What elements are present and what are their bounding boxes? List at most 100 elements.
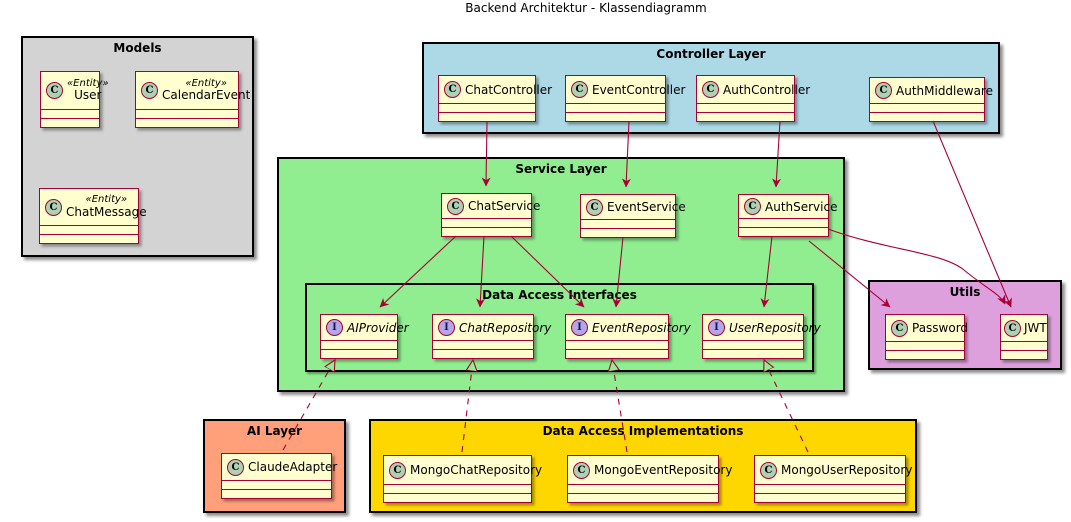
class-name: ChatMessage xyxy=(66,204,147,219)
methods-compartment xyxy=(321,349,397,358)
class-name: MongoChatRepository xyxy=(410,463,543,477)
interface-eventrepository: I EventRepository xyxy=(565,314,691,359)
class-icon: C xyxy=(573,461,590,479)
stereotype-label: «Entity» xyxy=(67,77,109,89)
class-chatmessage: C «Entity» ChatMessage xyxy=(39,188,147,244)
attributes-compartment xyxy=(222,480,331,489)
attributes-compartment xyxy=(321,340,397,349)
class-name: CalendarEvent xyxy=(162,88,251,103)
package-utils-label: Utils xyxy=(949,285,981,299)
methods-compartment xyxy=(581,228,675,237)
methods-compartment xyxy=(439,112,535,121)
attributes-compartment xyxy=(697,103,794,112)
methods-compartment xyxy=(697,112,794,121)
package-ai-layer: AI Layer C ClaudeAdapter xyxy=(203,419,346,513)
class-name: MongoUserRepository xyxy=(781,463,913,477)
interface-icon: I xyxy=(326,319,343,336)
class-name: ChatController xyxy=(465,82,553,97)
attributes-compartment xyxy=(703,340,803,349)
interface-aiprovider: I AIProvider xyxy=(320,314,409,359)
attributes-compartment xyxy=(566,103,665,112)
package-utils: Utils C Password C JWT xyxy=(868,280,1062,370)
methods-compartment xyxy=(755,493,905,502)
interface-userrepository: I UserRepository xyxy=(702,314,821,359)
class-icon: C xyxy=(389,461,406,479)
class-name: ChatService xyxy=(468,199,541,213)
package-models: Models C «Entity» User C «Entity» Calend… xyxy=(21,36,254,257)
class-icon: C xyxy=(141,82,158,99)
stereotype-label: «Entity» xyxy=(85,194,128,206)
package-data-access-interfaces: Data Access Interfaces I AIProvider I Ch… xyxy=(305,283,821,372)
package-data-access-interfaces-label: Data Access Interfaces xyxy=(482,288,637,302)
class-icon: C xyxy=(744,198,761,215)
attributes-compartment xyxy=(384,484,531,493)
package-data-access-implementations: Data Access Implementations C MongoChatR… xyxy=(369,419,917,513)
class-mongouserrepository: C MongoUserRepository xyxy=(754,455,912,503)
package-ai-layer-label: AI Layer xyxy=(246,424,303,438)
class-chatservice: C ChatService xyxy=(441,193,540,237)
diagram-title: Backend Architektur - Klassendiagramm xyxy=(465,1,707,15)
class-authmiddleware: C AuthMiddleware xyxy=(869,77,993,122)
class-icon: C xyxy=(875,82,892,99)
class-mongoeventrepository: C MongoEventRepository xyxy=(567,455,732,503)
package-data-access-implementations-label: Data Access Implementations xyxy=(542,424,744,438)
package-service-layer: Service Layer C ChatService C EventServi… xyxy=(277,157,845,392)
methods-compartment xyxy=(433,349,533,358)
class-icon: C xyxy=(227,458,244,476)
interface-name: UserRepository xyxy=(729,320,821,335)
methods-compartment xyxy=(870,112,984,121)
class-name: AuthController xyxy=(723,82,811,97)
class-calendarevent: C «Entity» CalendarEvent xyxy=(135,71,250,128)
class-icon: C xyxy=(444,81,461,98)
class-icon: C xyxy=(447,197,464,215)
class-jwt: C JWT xyxy=(1000,314,1048,360)
class-chatmessage-header: C «Entity» ChatMessage xyxy=(40,189,147,225)
package-models-label: Models xyxy=(113,41,162,55)
methods-compartment xyxy=(566,349,668,358)
class-eventservice: C EventService xyxy=(580,194,686,238)
class-icon: C xyxy=(571,81,588,98)
attributes-compartment xyxy=(870,103,984,112)
class-name: MongoEventRepository xyxy=(594,463,733,477)
attributes-compartment xyxy=(41,109,99,118)
class-icon: C xyxy=(702,81,719,98)
class-mongochatrepository: C MongoChatRepository xyxy=(383,455,542,503)
class-eventcontroller: C EventController xyxy=(565,75,685,122)
attributes-compartment xyxy=(1001,341,1047,350)
methods-compartment xyxy=(739,227,828,236)
methods-compartment xyxy=(442,227,531,236)
class-authcontroller: C AuthController xyxy=(696,75,810,122)
attributes-compartment xyxy=(442,218,531,227)
class-chatcontroller: C ChatController xyxy=(438,75,552,122)
attributes-compartment xyxy=(433,340,533,349)
class-icon: C xyxy=(891,319,908,337)
methods-compartment xyxy=(703,349,803,358)
package-controller-layer: Controller Layer C ChatController C Even… xyxy=(422,42,1000,134)
attributes-compartment xyxy=(581,219,675,228)
methods-compartment xyxy=(136,118,238,127)
class-name: EventController xyxy=(592,82,686,97)
methods-compartment xyxy=(886,350,964,359)
interface-name: ChatRepository xyxy=(459,320,552,335)
class-name: JWT xyxy=(1024,321,1047,335)
attributes-compartment xyxy=(755,484,905,493)
class-icon: C xyxy=(46,82,63,99)
methods-compartment xyxy=(40,234,138,243)
interface-icon: I xyxy=(571,319,588,336)
interface-name: AIProvider xyxy=(347,320,409,335)
methods-compartment xyxy=(41,118,99,127)
class-name: AuthService xyxy=(765,199,838,214)
class-calendarevent-header: C «Entity» CalendarEvent xyxy=(136,72,250,109)
package-controller-layer-label: Controller Layer xyxy=(656,47,766,61)
methods-compartment xyxy=(1001,350,1047,359)
methods-compartment xyxy=(568,493,718,502)
attributes-compartment xyxy=(739,218,828,227)
class-icon: C xyxy=(45,198,62,216)
attributes-compartment xyxy=(136,109,238,118)
methods-compartment xyxy=(566,112,665,121)
attributes-compartment xyxy=(439,103,535,112)
methods-compartment xyxy=(384,493,531,502)
class-name: EventService xyxy=(607,200,686,214)
interface-name: EventRepository xyxy=(592,320,691,335)
